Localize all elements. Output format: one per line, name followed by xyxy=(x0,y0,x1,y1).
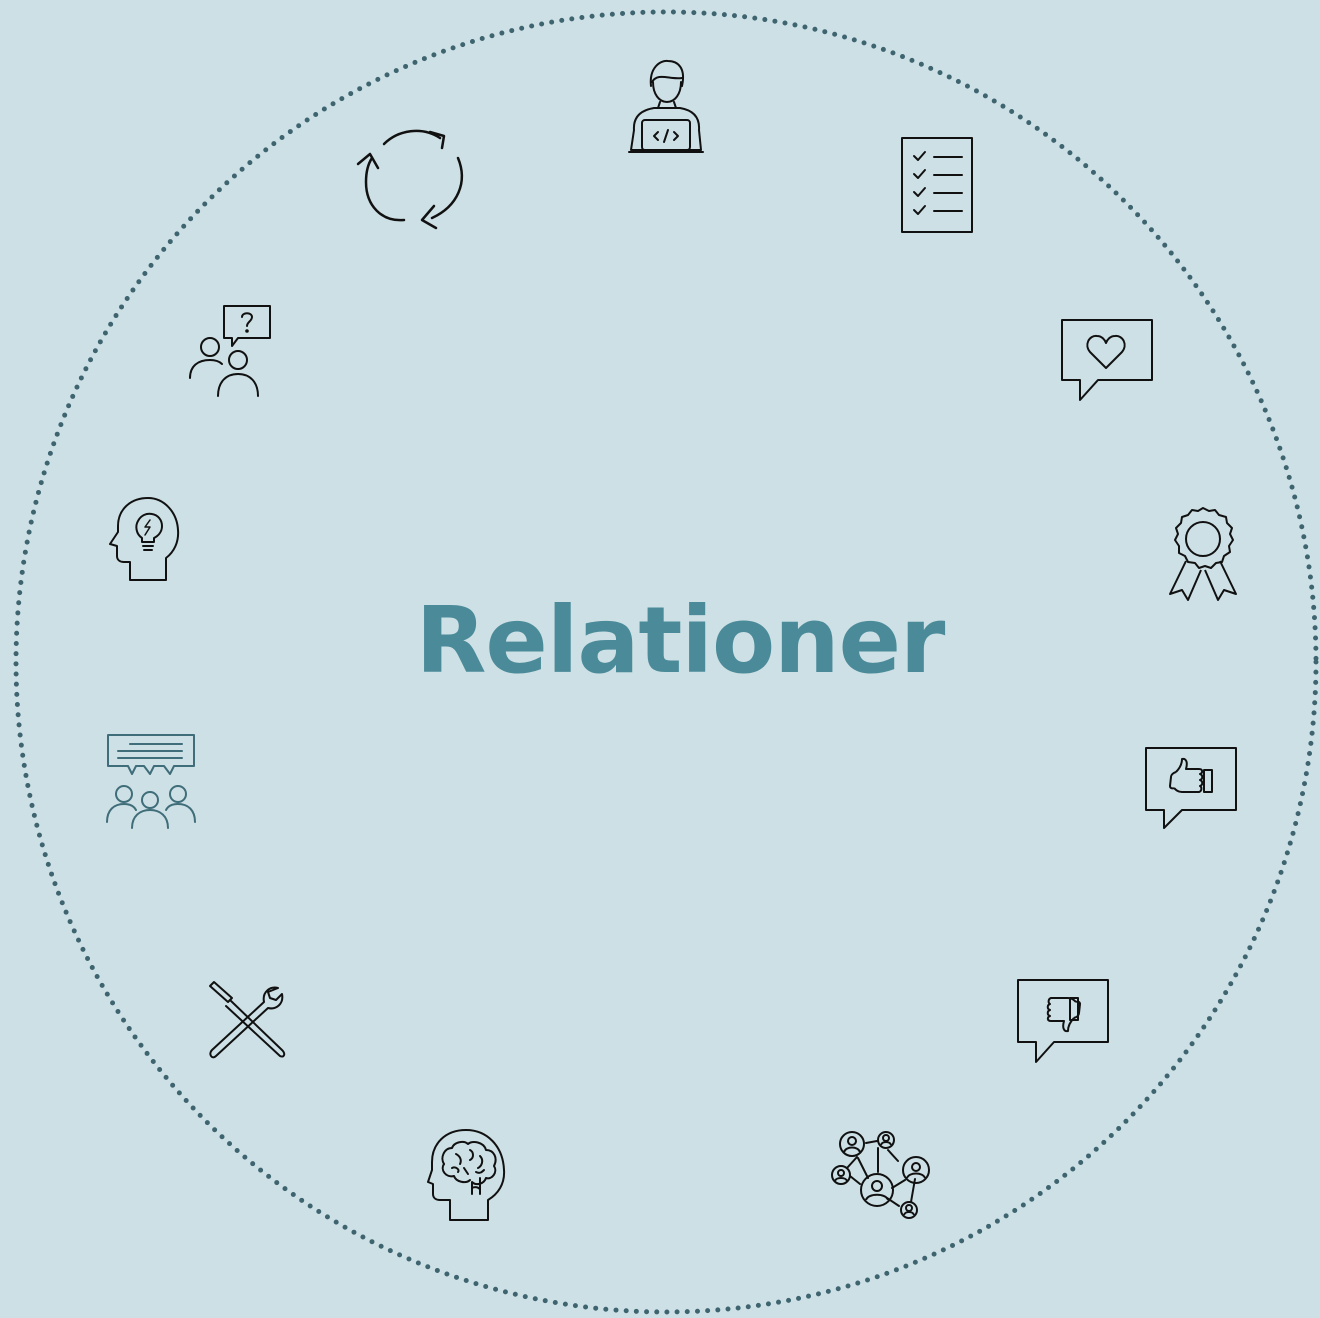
refresh-cycle-icon xyxy=(354,124,466,232)
award-ribbon-icon xyxy=(1168,506,1238,602)
idea-head-icon xyxy=(108,496,182,582)
thumbs-down-speech-bubble-icon xyxy=(1016,978,1110,1064)
question-people-icon xyxy=(186,304,272,398)
developer-laptop-icon xyxy=(628,58,704,158)
wrench-screwdriver-icon xyxy=(206,980,288,1062)
heart-speech-bubble-icon xyxy=(1060,318,1154,402)
diagram-title: Relationer xyxy=(415,587,946,694)
group-discussion-icon xyxy=(104,732,198,830)
people-network-icon xyxy=(830,1130,932,1220)
thumbs-up-speech-bubble-icon xyxy=(1144,746,1238,830)
brain-head-icon xyxy=(426,1128,508,1222)
checklist-icon xyxy=(900,136,974,234)
